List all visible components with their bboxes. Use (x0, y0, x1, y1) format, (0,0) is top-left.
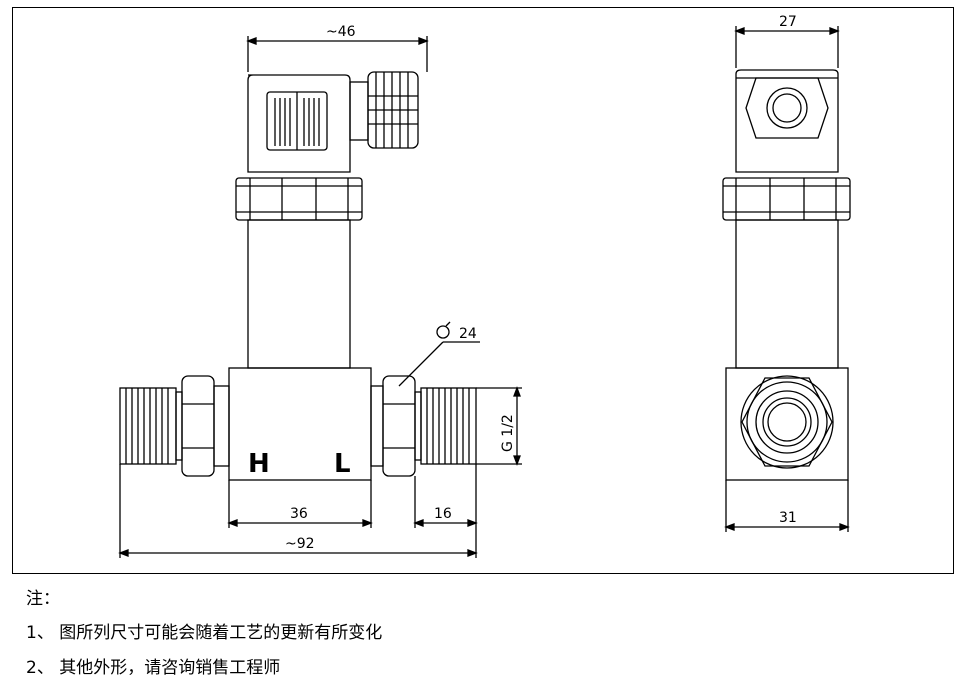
dim-body-length: 36 (227, 480, 373, 528)
note-item: 2、 其他外形，请咨询销售工程师 (26, 658, 281, 678)
side-view: 27 31 (722, 14, 851, 532)
dim-label-connector-width: ~46 (326, 24, 356, 40)
notes-title: 注： (26, 589, 60, 609)
dim-connector-width: ~46 (246, 24, 429, 72)
side-body (725, 367, 849, 481)
dim-block-width: 31 (724, 480, 850, 532)
side-connector-housing (735, 69, 839, 173)
dim-label-body-length: 36 (290, 506, 308, 522)
right-port (370, 375, 477, 477)
side-port-face (740, 375, 834, 469)
note-item: 1、 图所列尺寸可能会随着工艺的更新有所变化 (26, 623, 383, 643)
side-housing-nut (722, 177, 851, 221)
dim-label-wrench: 24 (459, 326, 477, 342)
port-label-high: H (248, 449, 270, 479)
dim-label-port-length: 16 (434, 506, 452, 522)
sensor-stem (247, 219, 351, 369)
dim-label-side-width: 27 (779, 14, 797, 30)
dim-label-thread: G 1/2 (500, 414, 516, 452)
cable-gland (349, 71, 419, 149)
left-port (119, 375, 230, 477)
housing-nut (235, 177, 363, 221)
dim-thread: G 1/2 (476, 386, 522, 466)
dim-label-block-width: 31 (779, 510, 797, 526)
dim-overall-length: ~92 (118, 464, 478, 558)
dim-side-width: 27 (734, 14, 840, 68)
dim-wrench: 24 (398, 321, 480, 387)
dim-label-overall-length: ~92 (285, 536, 315, 552)
front-view: H L ~46 24 G 1/2 (118, 24, 522, 558)
drawing-frame (12, 7, 954, 574)
port-label-low: L (334, 449, 351, 479)
connector-housing (247, 74, 351, 173)
dim-port-length: 16 (413, 464, 478, 528)
side-stem (735, 219, 839, 369)
